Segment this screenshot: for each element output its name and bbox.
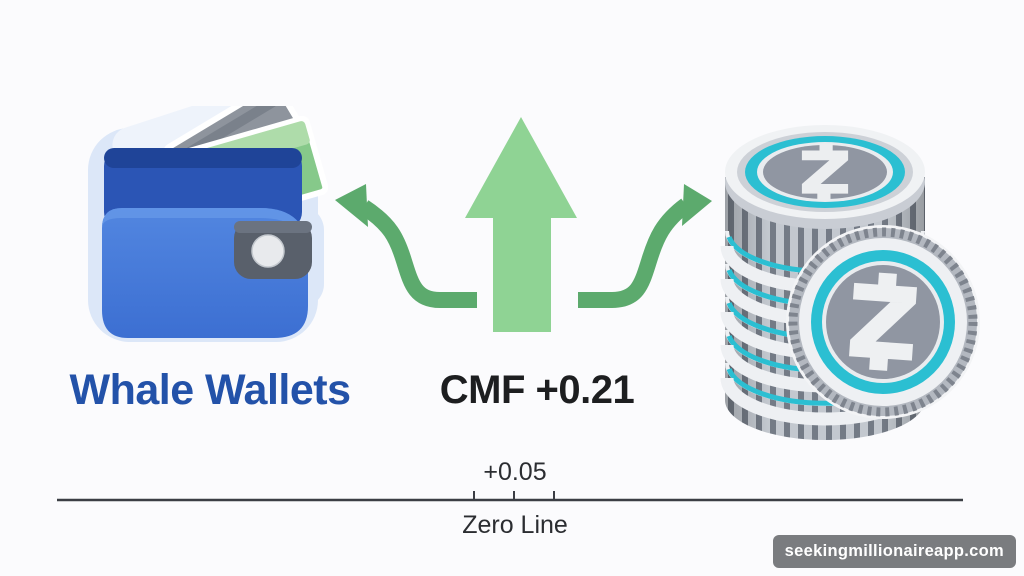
zcash-coin-icon	[786, 225, 980, 419]
axis-ticks	[473, 491, 555, 500]
zero-line-axis	[57, 491, 963, 502]
coin-top-face	[725, 125, 925, 229]
whale-wallets-label: Whale Wallets	[69, 366, 351, 414]
wallet-front-highlight	[102, 208, 308, 258]
curve-arrow-right-icon	[578, 184, 712, 308]
watermark-badge: seekingmillionaireapp.com	[772, 535, 1016, 568]
curve-arrow-left-icon	[335, 184, 477, 308]
zero-line-label: Zero Line	[462, 511, 568, 539]
axis-tick-value: +0.05	[483, 458, 547, 486]
flow-arrows	[335, 117, 712, 332]
wallet-clasp	[234, 221, 312, 279]
wallet-icon	[88, 106, 328, 342]
wallet-top-edge	[104, 148, 302, 168]
zcash-coin-stack-icon	[720, 125, 980, 440]
zcash-z-glyph	[849, 272, 918, 371]
up-arrow-icon	[465, 117, 577, 332]
cmf-value-label: CMF +0.21	[439, 368, 635, 412]
zcash-z-glyph	[801, 143, 849, 201]
